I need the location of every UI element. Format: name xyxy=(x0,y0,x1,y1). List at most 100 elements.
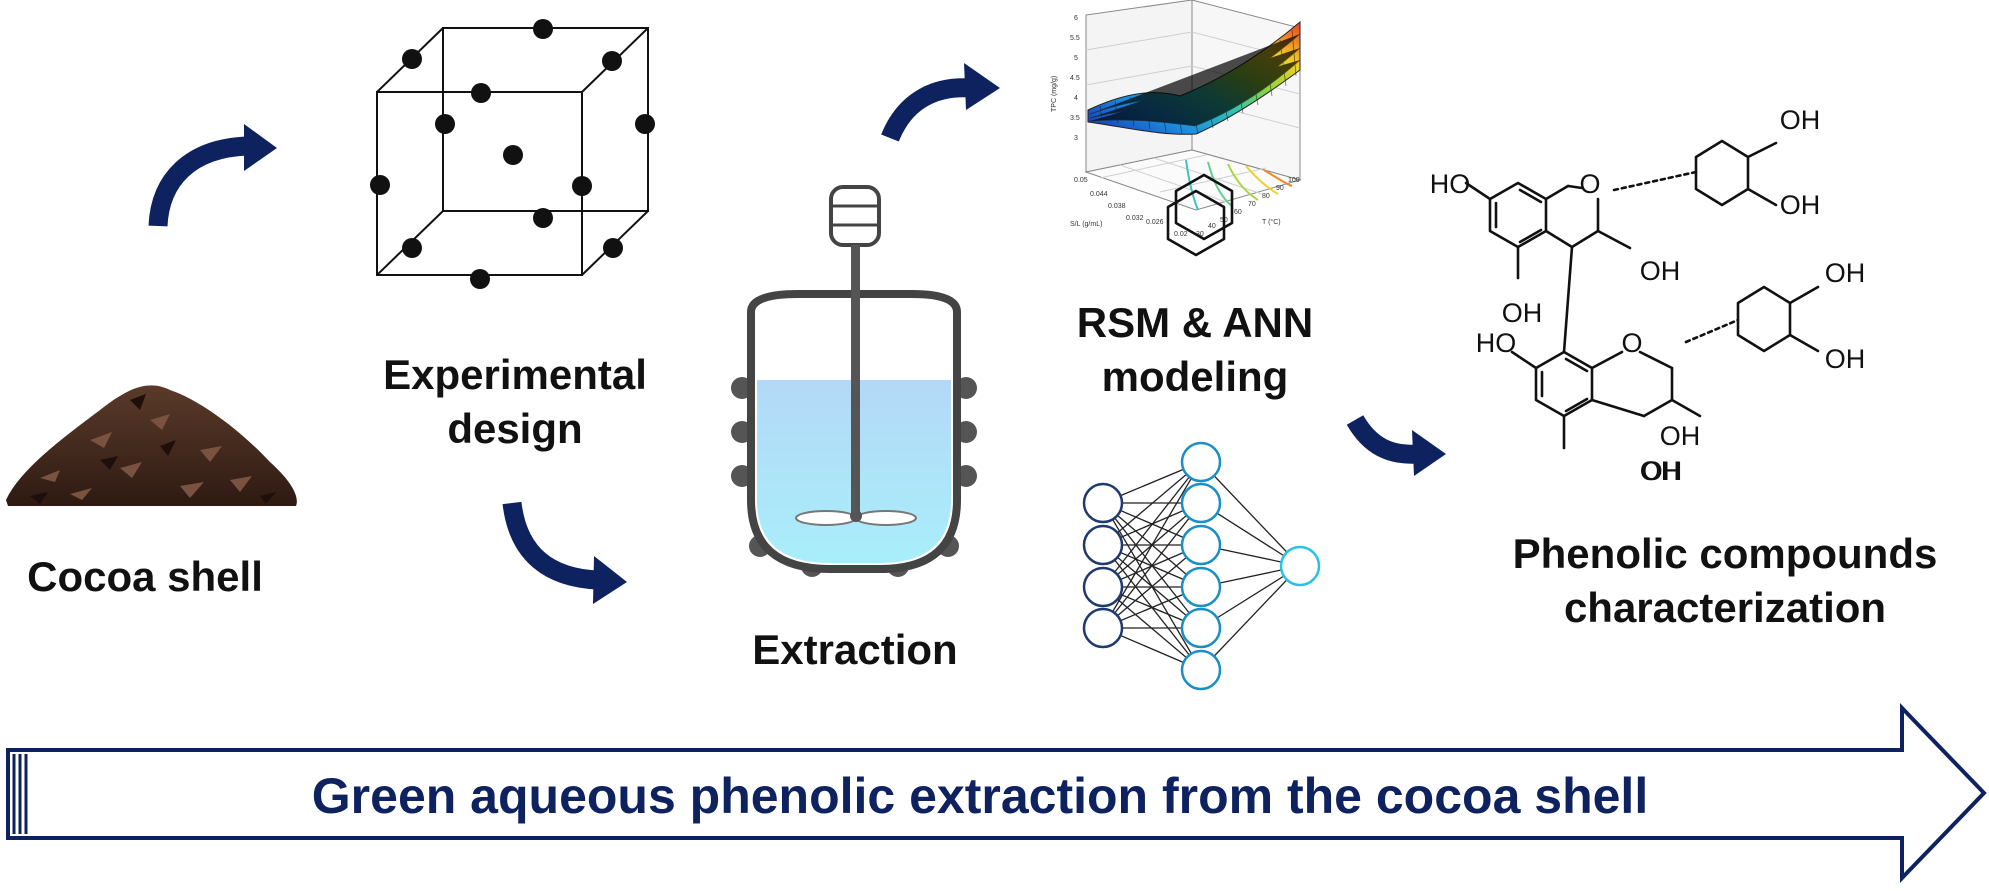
bond xyxy=(1746,187,1778,207)
bond xyxy=(1590,398,1646,418)
surface-z-label: TPC (mg/g) xyxy=(1051,76,1058,112)
label-experimental-line2: design xyxy=(447,405,583,452)
aromatic-bond xyxy=(1564,397,1589,413)
label-phenolic-line1: Phenolic compounds xyxy=(1512,530,1938,577)
upper-b-ring xyxy=(1694,139,1750,207)
upper-a-ring xyxy=(1488,181,1548,249)
label-modeling: RSM & ANN modeling xyxy=(1040,296,1350,404)
svg-text:90: 90 xyxy=(1276,185,1284,192)
svg-text:0.032: 0.032 xyxy=(1126,215,1144,222)
lower-oh-label: OH xyxy=(1660,421,1701,451)
network-edge xyxy=(1200,565,1301,671)
network-edge xyxy=(1200,461,1301,567)
svg-text:0.038: 0.038 xyxy=(1108,203,1126,210)
bond xyxy=(1566,184,1584,190)
svg-text:0.044: 0.044 xyxy=(1090,191,1108,198)
aromatic-bond xyxy=(1518,188,1543,204)
b-ring-oh-1: OH xyxy=(1780,105,1821,135)
svg-text:5: 5 xyxy=(1074,55,1078,62)
neural-network-icon xyxy=(1082,441,1321,691)
network-edge xyxy=(1102,461,1202,546)
svg-text:4: 4 xyxy=(1074,95,1078,102)
lower-b-oh-2: OH xyxy=(1825,344,1866,374)
arrow-design-to-extraction xyxy=(502,501,627,604)
network-edge xyxy=(1102,461,1202,588)
surface-y-ticks: 0.05 0.044 0.038 0.032 0.026 0.02 xyxy=(1074,177,1188,238)
bond xyxy=(1570,229,1600,249)
bond xyxy=(1590,350,1624,370)
label-modeling-line1: RSM & ANN xyxy=(1076,299,1314,346)
input-node xyxy=(1082,607,1124,649)
svg-text:0.02: 0.02 xyxy=(1174,231,1188,238)
b-ring-oh-2: OH xyxy=(1780,190,1821,220)
input-node xyxy=(1082,566,1124,608)
svg-text:4.5: 4.5 xyxy=(1070,75,1080,82)
aromatic-bond xyxy=(1518,228,1543,244)
bond xyxy=(1746,141,1778,159)
lower-b-oh-1: OH xyxy=(1825,258,1866,288)
banner-text: Green aqueous phenolic extraction from t… xyxy=(311,768,1649,824)
arrow-cocoa-to-design xyxy=(148,124,277,227)
svg-text:3.5: 3.5 xyxy=(1070,115,1080,122)
svg-text:40: 40 xyxy=(1208,223,1216,230)
label-phenolic-characterization: Phenolic compounds characterization xyxy=(1460,527,1989,635)
svg-text:0.026: 0.026 xyxy=(1146,219,1164,226)
arrow-modeling-to-characterization xyxy=(1346,414,1446,476)
design-points xyxy=(370,19,655,289)
label-cocoa-shell: Cocoa shell xyxy=(27,553,263,600)
label-experimental-line1: Experimental xyxy=(383,351,647,398)
surface-x-label: T (°C) xyxy=(1262,218,1281,226)
svg-text:5.5: 5.5 xyxy=(1070,35,1080,42)
cocoa-shell-pile-icon xyxy=(6,385,297,506)
upper-ring-o: O xyxy=(1579,169,1600,199)
upper-ho-label: HO xyxy=(1430,169,1471,199)
surface-z-ticks: 6 5.5 5 4.5 4 3.5 3 xyxy=(1070,15,1080,142)
svg-text:6: 6 xyxy=(1074,15,1078,22)
arrow-extraction-to-modeling xyxy=(881,63,1000,142)
label-experimental-design: Experimental design xyxy=(350,348,680,456)
hidden-node xyxy=(1180,482,1222,524)
stereo-bond xyxy=(1684,318,1740,344)
lower-ring-o: O xyxy=(1621,328,1642,358)
upper-3-oh-label: OH xyxy=(1640,256,1681,286)
hidden-node xyxy=(1180,607,1222,649)
svg-text:0.05: 0.05 xyxy=(1074,177,1088,184)
bond xyxy=(1596,229,1632,250)
network-edge xyxy=(1102,502,1202,629)
banner-arrow xyxy=(6,703,1987,883)
svg-text:30: 30 xyxy=(1196,231,1204,238)
stereo-bond xyxy=(1612,170,1698,192)
svg-text:60: 60 xyxy=(1234,209,1242,216)
svg-text:80: 80 xyxy=(1262,193,1270,200)
lower-b-ring xyxy=(1736,285,1792,353)
bond xyxy=(1788,285,1820,305)
bond xyxy=(1788,333,1820,353)
input-node xyxy=(1082,482,1124,524)
aromatic-bond xyxy=(1564,357,1589,373)
network-edge xyxy=(1102,461,1202,629)
label-extraction: Extraction xyxy=(752,626,958,673)
hidden-node xyxy=(1180,649,1222,691)
network-edge xyxy=(1102,544,1202,629)
svg-text:100: 100 xyxy=(1288,177,1300,184)
lower-5-oh-label: OH xyxy=(1642,456,1683,486)
hidden-node xyxy=(1180,441,1222,483)
bond xyxy=(1544,184,1570,201)
label-phenolic-line2: characterization xyxy=(1563,584,1887,631)
output-node xyxy=(1279,545,1321,587)
lower-extra-oh: OH xyxy=(1640,456,1681,486)
hidden-node xyxy=(1180,524,1222,566)
lower-ho-label: HO xyxy=(1476,328,1517,358)
procyanidin-structure-icon xyxy=(1166,173,1234,257)
svg-text:70: 70 xyxy=(1248,201,1256,208)
bond xyxy=(1670,398,1702,418)
upper-oh-label: OH xyxy=(1502,298,1543,328)
hidden-node xyxy=(1180,566,1222,608)
svg-text:3: 3 xyxy=(1074,135,1078,142)
input-node xyxy=(1082,524,1124,566)
lower-a-ring xyxy=(1534,350,1594,418)
interflavan-bond xyxy=(1562,245,1574,354)
